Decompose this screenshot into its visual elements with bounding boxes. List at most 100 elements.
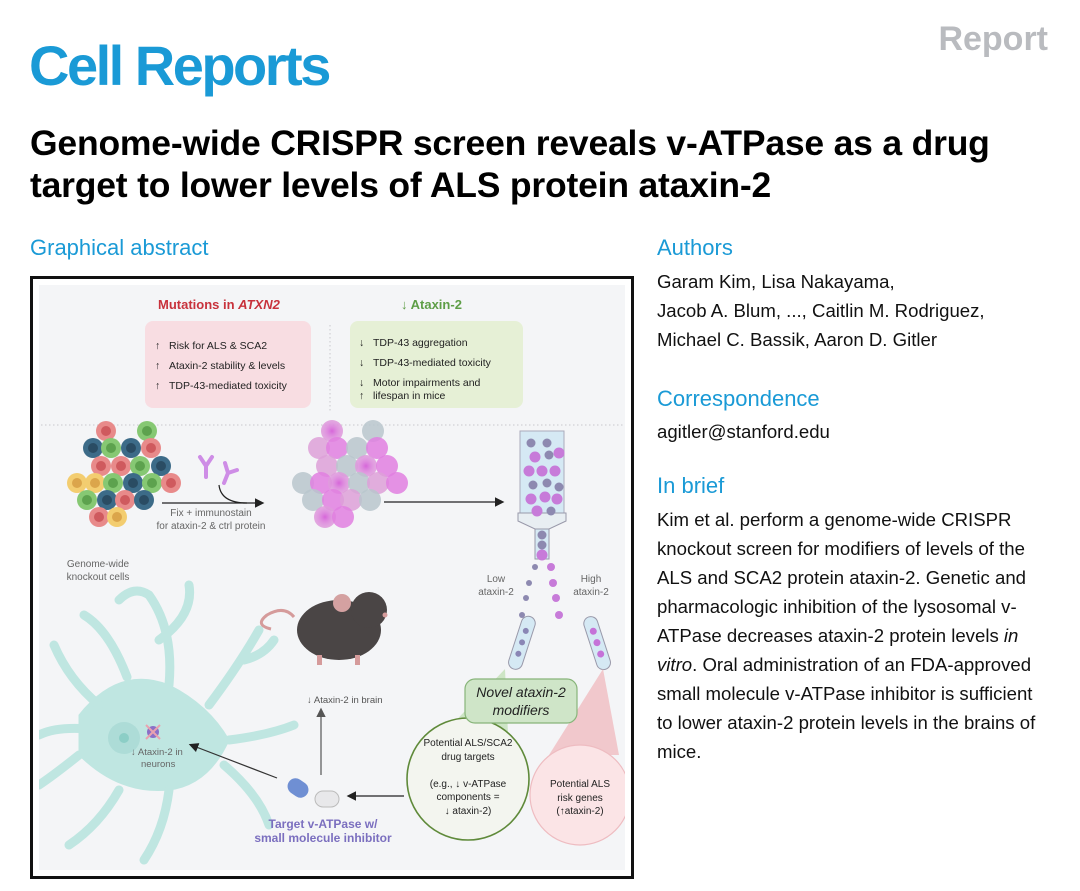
reduction-list: ↓TDP-43 aggregation↓TDP-43-mediated toxi…	[359, 333, 491, 406]
stained-cell	[332, 506, 354, 528]
stained-cell	[359, 489, 381, 511]
mutations-list: ↑Risk for ALS & SCA2↑Ataxin-2 stability …	[155, 336, 287, 396]
graphical-abstract-canvas: Mutations in ATXN2 ↓ Ataxin-2 ↑Risk for …	[39, 285, 625, 870]
droplet	[549, 579, 557, 587]
correspondence-heading: Correspondence	[657, 386, 820, 411]
sorted-cell	[528, 480, 538, 490]
correspondence-email[interactable]: agitler@stanford.edu	[657, 421, 830, 442]
inhibitor-label: Target v-ATPase w/small molecule inhibit…	[254, 817, 392, 845]
up-arrow-icon: ↑	[155, 340, 161, 352]
stained-cell	[322, 489, 344, 511]
graphical-abstract-heading: Graphical abstract	[30, 235, 209, 260]
graphical-abstract: Mutations in ATXN2 ↓ Ataxin-2 ↑Risk for …	[30, 276, 634, 879]
stained-cell	[302, 489, 324, 511]
sorted-cell	[525, 493, 537, 505]
panel-item: ↑Ataxin-2 stability & levels	[155, 356, 287, 376]
facs-sorter-icon	[517, 430, 567, 561]
droplet	[552, 594, 560, 602]
sorted-cell	[536, 465, 548, 477]
antibody-icon	[198, 455, 239, 485]
sorted-cell	[529, 451, 541, 463]
sorted-cell	[542, 478, 552, 488]
down-arrow-icon: ↓	[359, 357, 365, 369]
droplet	[532, 564, 538, 570]
reduction-title: ↓ Ataxin-2	[401, 297, 462, 312]
panel-item: ↓Motor impairments and	[359, 373, 491, 393]
stained-cell	[386, 472, 408, 494]
stained-cell	[326, 437, 348, 459]
neuron-icon	[39, 580, 299, 865]
degraded-ataxin-icon	[145, 724, 161, 740]
knockout-cells-cluster	[67, 421, 181, 527]
sorted-cell	[549, 465, 561, 477]
journal-logo: Cell Reports	[29, 34, 331, 97]
sorted-cell	[526, 438, 536, 448]
low-collection-tube	[508, 615, 536, 670]
authors-heading: Authors	[657, 235, 733, 260]
sorted-cell	[539, 491, 551, 503]
stained-cell	[310, 472, 332, 494]
in-brief-text: Kim et al. perform a genome-wide CRISPR …	[657, 509, 1036, 762]
panel-item: ↑TDP-43-mediated toxicity	[155, 376, 287, 396]
pill-icon	[287, 778, 340, 808]
sorted-cell	[542, 438, 552, 448]
droplet	[526, 580, 532, 586]
modifiers-box	[464, 678, 578, 724]
sorted-cell	[554, 482, 564, 492]
article-title: Genome-wide CRISPR screen reveals v-ATPa…	[30, 123, 990, 205]
stained-cell	[376, 455, 398, 477]
mutations-title: Mutations in ATXN2	[158, 297, 280, 312]
stain-arrow-curve	[218, 484, 248, 504]
panel-item: ↓TDP-43 aggregation	[359, 333, 491, 353]
sorted-cell	[551, 493, 563, 505]
sorted-cell	[544, 450, 554, 460]
droplet	[523, 595, 529, 601]
sorted-cell	[537, 530, 547, 540]
article-type-label: Report	[938, 20, 1048, 58]
up-arrow-icon: ↑	[155, 360, 161, 372]
stained-cell	[362, 420, 384, 442]
sorted-droplets	[519, 563, 563, 619]
stained-cell	[340, 489, 362, 511]
droplet	[555, 611, 563, 619]
authors-list: Garam Kim, Lisa Nakayama,Jacob A. Blum, …	[657, 271, 985, 350]
stained-cell	[336, 455, 358, 477]
panel-item: ↑Risk for ALS & SCA2	[155, 336, 287, 356]
stained-cell	[292, 472, 314, 494]
stained-cell	[308, 437, 330, 459]
risk-gene-cone	[549, 669, 619, 755]
sorted-cell	[536, 549, 548, 561]
stained-cell	[366, 437, 388, 459]
brain-label: ↓ Ataxin-2 in brain	[307, 695, 383, 706]
droplet	[519, 612, 525, 618]
stained-cell	[316, 455, 338, 477]
sorted-cell	[546, 506, 556, 516]
graphical-abstract-illustration	[39, 321, 625, 865]
stained-cell	[348, 472, 370, 494]
droplet	[547, 563, 555, 571]
stained-cell	[367, 472, 389, 494]
up-arrow-icon: ↑	[155, 380, 161, 392]
sorted-cell	[553, 447, 565, 459]
down-arrow-icon: ↓	[359, 337, 365, 349]
neuron-arrow	[188, 743, 278, 779]
reduction-panel	[350, 321, 523, 408]
risk-genes-circle	[529, 744, 625, 846]
panel-item: ↓TDP-43-mediated toxicity	[359, 353, 491, 373]
high-collection-tube	[583, 616, 611, 671]
sorted-cell	[537, 540, 547, 550]
sorted-cell	[523, 465, 535, 477]
up-arrow-icon: ↑	[359, 390, 365, 402]
mutations-panel	[145, 321, 311, 408]
in-brief-heading: In brief	[657, 473, 725, 498]
sorted-cell	[531, 505, 543, 517]
stained-cell	[346, 437, 368, 459]
